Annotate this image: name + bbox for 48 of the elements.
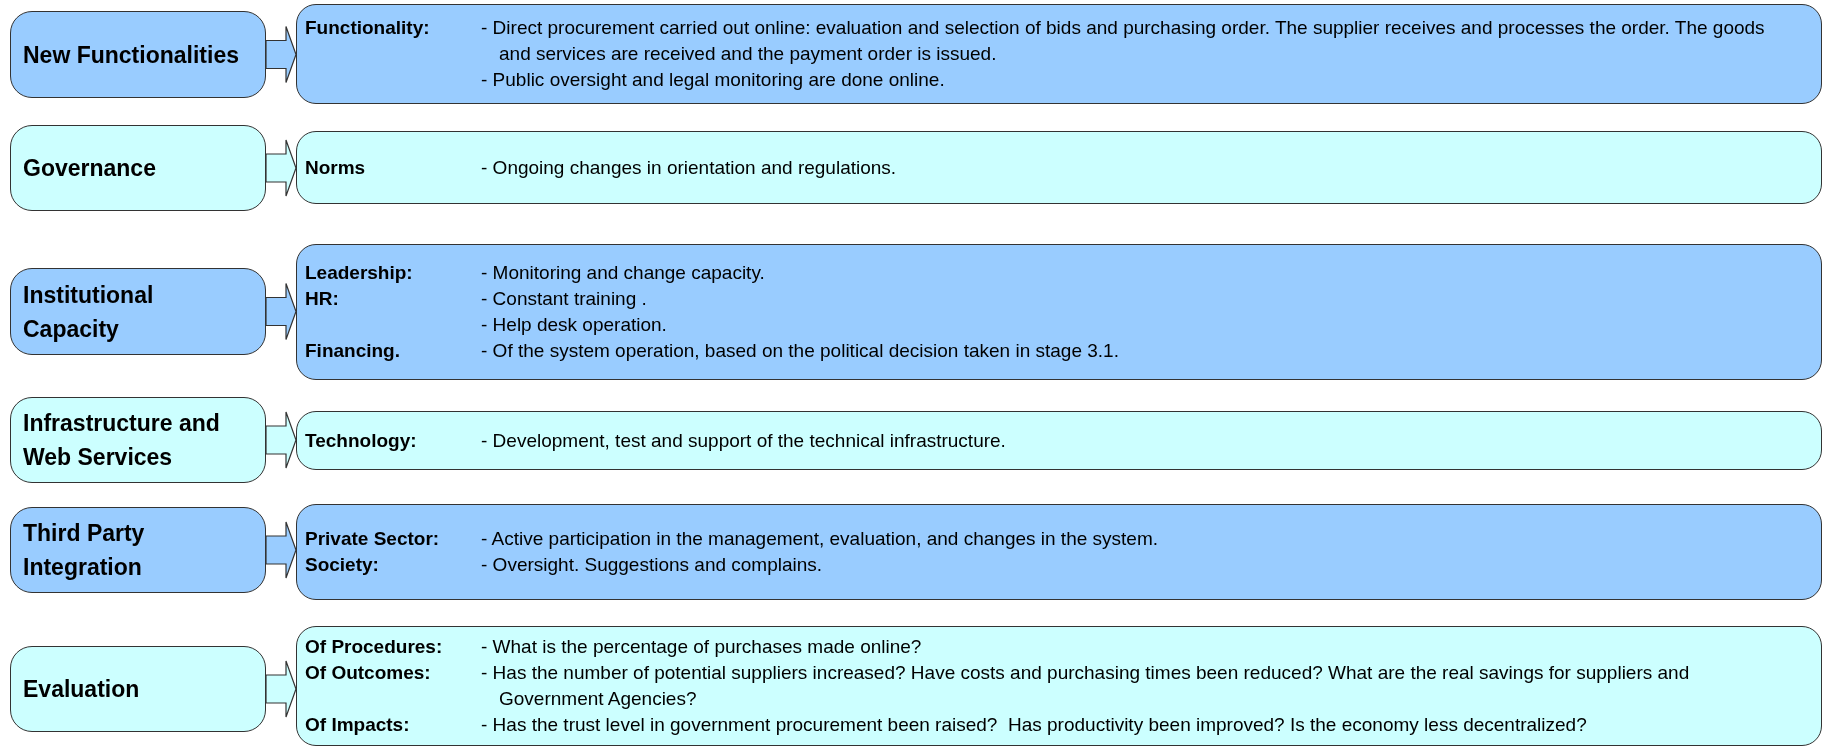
detail-box [296,504,1822,600]
block-arrow [265,139,297,197]
category-box [10,397,266,483]
row-description: - Ongoing changes in orientation and regulations. [481,155,898,180]
row-term: Private Sector: [305,527,441,551]
row-description: - Help desk operation. [481,313,668,337]
row-term: HR: [305,287,340,311]
row-description: - Development, test and support of the technical infrastructure. [481,428,1007,453]
detail-box [296,244,1822,380]
row-term: Of Impacts: [305,713,411,737]
category-box [10,268,266,355]
row-description: - Oversight. Suggestions and complains. [481,553,824,577]
category-title: Third Party Integration [22,519,146,582]
row-term: Functionality: [305,16,431,40]
block-arrow [265,411,297,469]
category-title: Infrastructure and Web Services [22,409,221,472]
row-term: Of Outcomes: [305,661,432,685]
category-title: New Functionalities [22,40,240,70]
row-description: - Direct procurement carried out online: evaluation and selection of bids and purchasing order. The supplier receives and processes the order. The goods and services are received and the payment order is issued. [481,16,1766,66]
row-term: Of Procedures: [305,635,444,659]
block-arrow [265,521,297,579]
block-arrow [265,660,297,718]
category-box [10,11,266,98]
block-arrow [265,25,297,84]
detail-box [296,626,1822,746]
detail-box [296,411,1822,470]
row-description: - Of the system operation, based on the political decision taken in stage 3.1. [481,339,1120,363]
row-term: Norms [305,155,367,180]
row-description: - What is the percentage of purchases made online? [481,635,923,659]
row-description: - Monitoring and change capacity. [481,261,766,285]
category-box [10,507,266,593]
detail-box [296,131,1822,204]
detail-box [296,4,1822,104]
category-title: Institutional Capacity [22,280,155,344]
row-term: Financing. [305,339,401,363]
block-arrow [265,282,297,341]
category-title: Governance [22,154,157,183]
row-description: - Has the number of potential suppliers increased? Have costs and purchasing times been reduced? What are the real savings for suppliers and Government Agencies? [481,661,1691,711]
row-description: - Has the trust level in government procurement been raised? Has productivity been improved? Is the economy less decentralized? [481,713,1588,737]
row-description: - Active participation in the management, evaluation, and changes in the system. [481,527,1159,551]
row-term: Leadership: [305,261,414,285]
row-term: Technology: [305,428,418,453]
category-title: Evaluation [22,675,141,704]
row-term: Society: [305,553,380,577]
category-box [10,125,266,211]
category-box [10,646,266,732]
row-description: - Public oversight and legal monitoring are done online. [481,68,946,92]
row-description: - Constant training . [481,287,648,311]
